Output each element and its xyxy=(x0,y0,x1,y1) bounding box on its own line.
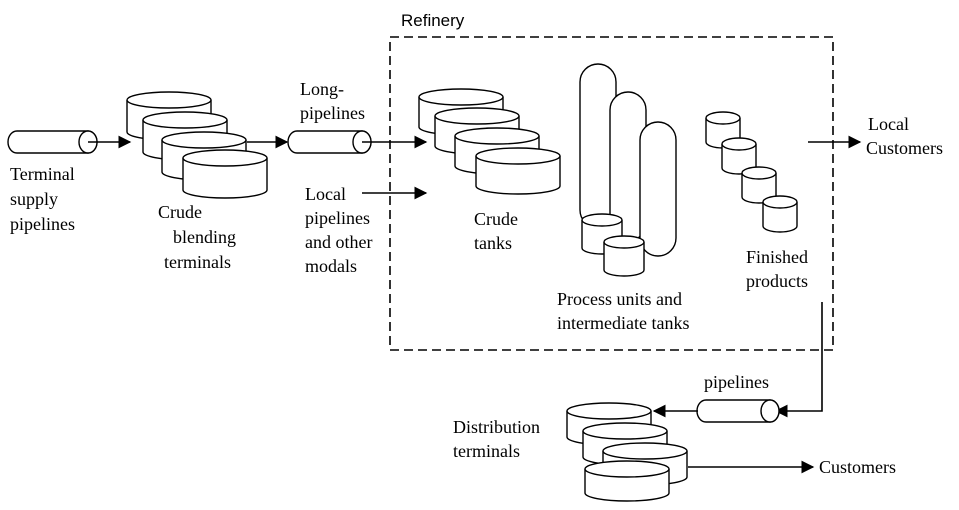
local-customers-label: Local Customers xyxy=(866,114,943,158)
long-pipelines-label: Long- pipelines xyxy=(300,79,365,123)
crude-blending-label: Crude blending terminals xyxy=(158,202,241,272)
finished-products-tanks-icon xyxy=(705,111,798,233)
refinery-label: Refinery xyxy=(401,11,465,30)
long-pipeline-icon xyxy=(287,130,372,154)
process-units-label: Process units and intermediate tanks xyxy=(557,289,689,333)
distribution-pipeline-icon xyxy=(696,399,780,423)
pipelines-label: pipelines xyxy=(704,372,769,392)
distribution-terminals-icon xyxy=(566,402,688,502)
distribution-terminals-label: Distribution terminals xyxy=(453,417,545,461)
terminal-supply-label: Terminal supply pipelines xyxy=(10,164,79,234)
crude-blending-tanks-icon xyxy=(126,91,268,199)
crude-tanks-icon xyxy=(418,88,561,195)
terminal-supply-pipe-icon xyxy=(7,130,98,154)
customers-label: Customers xyxy=(819,457,896,477)
local-pipelines-label: Local pipelines and other modals xyxy=(305,184,377,276)
process-units-icon xyxy=(579,63,677,277)
finished-products-label: Finished products xyxy=(746,247,813,291)
crude-tanks-label: Crude tanks xyxy=(474,209,523,253)
arrow-finished-to-distribution-pipe xyxy=(774,302,823,418)
